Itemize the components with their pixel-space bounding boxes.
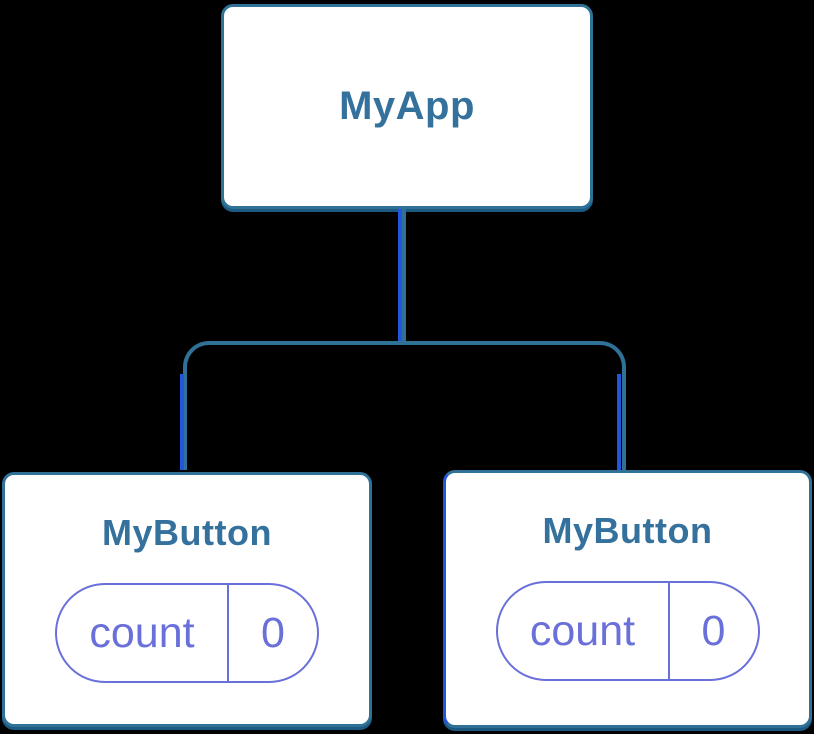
connector-bracket (183, 341, 626, 470)
pill-divider (667, 583, 670, 679)
node-myapp: MyApp (221, 4, 593, 209)
node-mybutton-left: MyButton count 0 (2, 472, 372, 727)
state-value: 0 (701, 606, 726, 655)
state-key-label: count (529, 606, 636, 655)
pill-divider (227, 585, 229, 681)
node-mybutton-right: MyButton count 0 (443, 470, 812, 728)
node-mybutton-right-label: MyButton (542, 510, 713, 551)
state-value: 0 (261, 608, 285, 657)
state-pill-right: count 0 (495, 581, 760, 681)
node-mybutton-left-label: MyButton (102, 512, 272, 553)
connector-accent-left (180, 374, 184, 470)
node-myapp-label: MyApp (339, 84, 475, 128)
state-key-label: count (89, 608, 195, 657)
state-pill-left: count 0 (55, 583, 319, 683)
connector-accent-right (617, 374, 621, 470)
connector-trunk (398, 209, 406, 343)
